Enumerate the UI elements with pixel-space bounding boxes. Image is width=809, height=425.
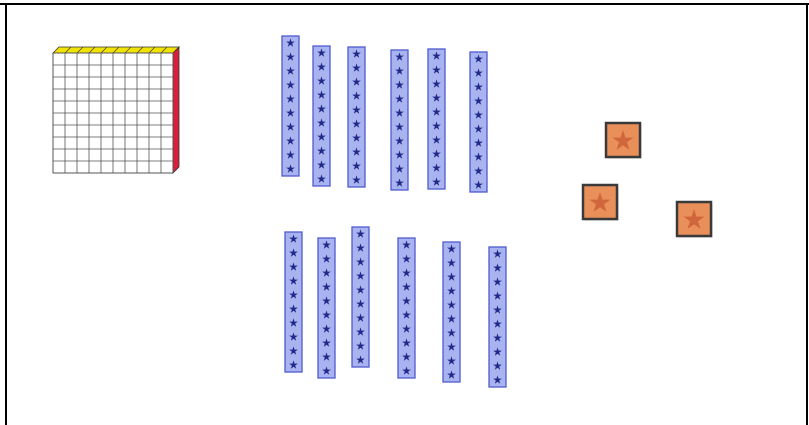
ten-rod[interactable] [313, 46, 330, 186]
ten-rod[interactable] [391, 50, 408, 190]
hundred-flat[interactable] [53, 47, 179, 173]
ten-rod[interactable] [470, 52, 487, 192]
ten-rod[interactable] [348, 47, 365, 187]
ten-rod[interactable] [318, 238, 335, 378]
ten-rod[interactable] [398, 238, 415, 378]
ones-cubes [583, 123, 713, 238]
flat-side-face [173, 47, 179, 173]
ten-rod[interactable] [282, 36, 299, 176]
hundreds-blocks [53, 47, 179, 173]
ten-rod[interactable] [443, 242, 460, 382]
ten-rod[interactable] [489, 247, 506, 387]
ten-rod[interactable] [428, 49, 445, 189]
ten-rod[interactable] [352, 227, 369, 367]
tens-rods [282, 36, 506, 387]
ten-rod[interactable] [285, 232, 302, 372]
one-cube[interactable] [583, 185, 619, 221]
one-cube[interactable] [606, 123, 642, 159]
one-cube[interactable] [677, 202, 713, 238]
